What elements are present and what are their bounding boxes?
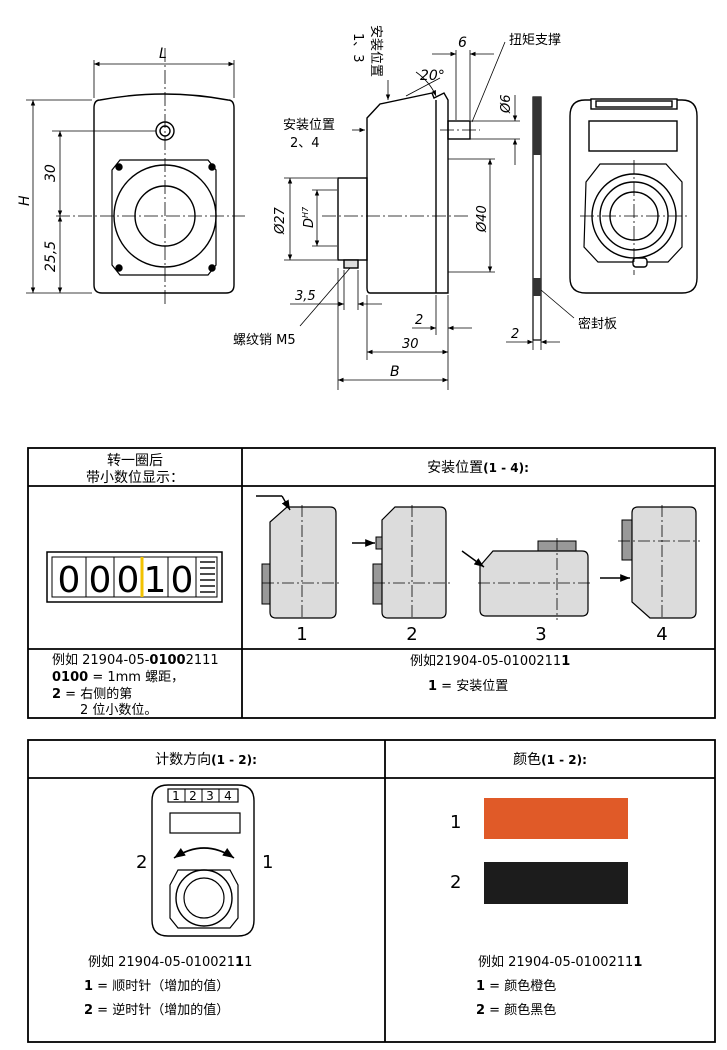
- table1-header-right: 安装位置(1 - 4):: [427, 460, 529, 476]
- dim-phi27: Ø27: [273, 206, 288, 235]
- table1-pitch-line: 0100 = 1mm 螺距，: [52, 670, 184, 685]
- color-swatch-orange: [484, 798, 628, 839]
- direction-label-2: 2: [136, 852, 147, 873]
- counter-window-digit-4: 4: [224, 789, 232, 803]
- decimal-counter-display: [46, 551, 223, 603]
- position-label-2: 2: [406, 624, 417, 645]
- counter-digit-4: 1: [144, 560, 167, 601]
- install-position-13-label: 安装位置: [368, 25, 383, 77]
- dim-6: 6: [458, 35, 467, 51]
- table1-header-left-line1: 转一圈后: [107, 453, 163, 469]
- direction-label-1: 1: [262, 852, 273, 873]
- side-view: [337, 92, 471, 294]
- right-view: [569, 98, 698, 294]
- dim-2-a: 2: [415, 313, 423, 328]
- torque-support-label: 扭矩支撑: [509, 33, 561, 48]
- counterclockwise-line: 2 = 逆时针（增加的值）: [84, 1002, 229, 1018]
- dim-3-5: 3,5: [295, 289, 316, 304]
- table1-install-position-line: 1 = 安装位置: [428, 679, 508, 694]
- mount-position-4: [600, 505, 700, 620]
- color-orange-line: 1 = 颜色橙色: [476, 978, 556, 994]
- table1-decimal-line: 2 = 右侧的第: [52, 686, 132, 702]
- dim-25-5: 25,5: [43, 241, 59, 272]
- counter-window-digit-1: 1: [172, 789, 180, 803]
- table1-header-left-line2: 带小数位显示：: [86, 470, 184, 486]
- counter-digit-3: 0: [117, 560, 140, 601]
- clockwise-line: 1 = 顺时针（增加的值）: [84, 978, 229, 994]
- table2-header-right: 颜色(1 - 2):: [513, 751, 587, 768]
- position-label-3: 3: [535, 624, 546, 645]
- dim-2-b: 2: [511, 327, 519, 342]
- seal-plate-label: 密封板: [578, 316, 617, 332]
- counter-digit-2: 0: [89, 560, 112, 601]
- color-label-2: 2: [450, 872, 461, 893]
- table2-example-right: 例如 21904-05-01002111: [478, 954, 642, 970]
- position-label-4: 4: [656, 624, 667, 645]
- color-swatch-black: [484, 862, 628, 904]
- dim-30-horizontal: 30: [402, 337, 419, 352]
- front-view-centerlines: [56, 48, 245, 305]
- mount-position-3: [461, 538, 592, 620]
- counter-digit-1: 0: [58, 560, 81, 601]
- counting-direction-device: [151, 784, 255, 937]
- color-label-1: 1: [450, 812, 461, 833]
- counter-window-digit-3: 3: [206, 789, 214, 803]
- table1-decimal-line-2: 2 位小数位。: [80, 703, 157, 718]
- dim-D: DH7: [301, 206, 317, 228]
- table2-header-left: 计数方向(1 - 2):: [155, 752, 257, 768]
- seal-plate: [532, 96, 542, 341]
- dim-L: L: [159, 46, 167, 62]
- thread-pin-label: 螺纹销 M5: [233, 333, 296, 348]
- front-view: [93, 93, 235, 294]
- front-view-dimensions: [26, 60, 235, 294]
- dim-30-vertical: 30: [43, 164, 59, 182]
- mount-position-1: [256, 495, 340, 620]
- dim-phi6: Ø6: [499, 94, 514, 114]
- counter-window-digit-2: 2: [189, 789, 197, 803]
- install-position-24-nums: 2、4: [290, 136, 320, 151]
- position-label-1: 1: [296, 624, 307, 645]
- dim-H: H: [17, 195, 33, 206]
- table-1-grid: [27, 447, 716, 719]
- side-view-centerlines: [322, 129, 480, 217]
- dim-B: B: [390, 364, 400, 380]
- table2-example-left: 例如 21904-05-01002111: [88, 954, 252, 970]
- install-position-24-label: 安装位置: [283, 118, 335, 133]
- counter-digit-5: 0: [171, 560, 194, 601]
- right-view-centerlines: [580, 160, 690, 275]
- table1-example-right: 例如21904-05-01002111: [410, 653, 570, 669]
- table-2-grid: [27, 739, 716, 1043]
- side-view-dimensions: [284, 41, 575, 390]
- color-black-line: 2 = 颜色黑色: [476, 1002, 556, 1018]
- table1-example-left: 例如 21904-05-01002111: [52, 652, 219, 668]
- install-position-13-nums: 1、3: [350, 33, 365, 63]
- angle-20: 20°: [420, 68, 445, 84]
- mount-position-2: [352, 505, 450, 620]
- dim-phi40: Ø40: [475, 205, 490, 233]
